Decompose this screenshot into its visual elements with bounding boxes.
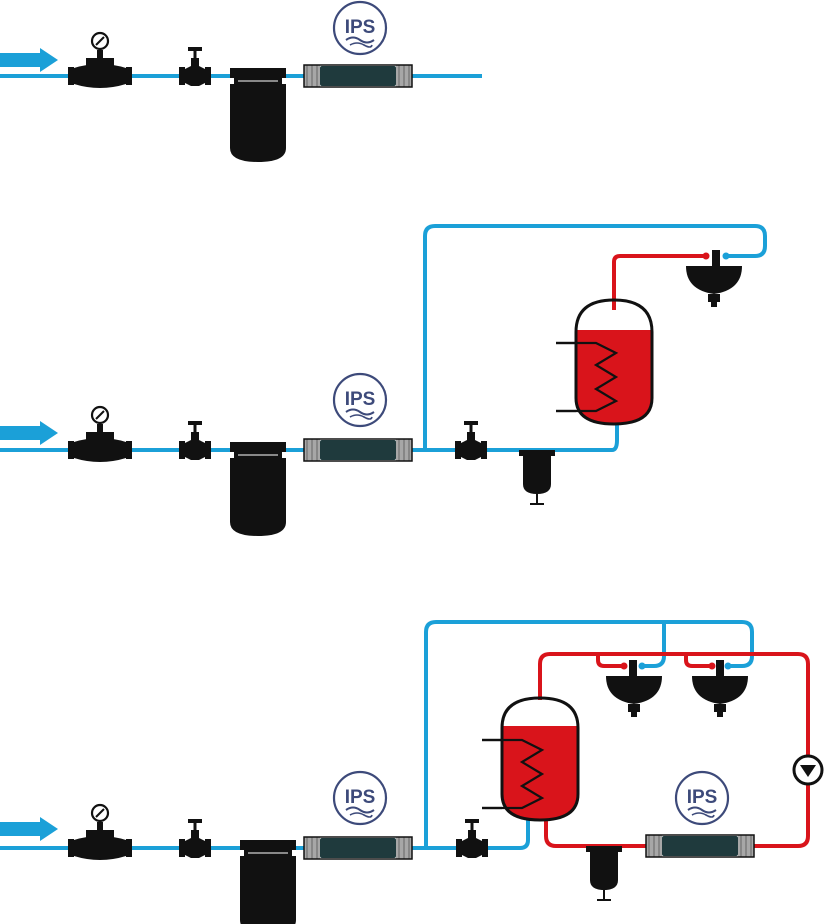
ips-logo-icon bbox=[332, 372, 388, 428]
cartridge-filter-icon bbox=[229, 441, 287, 537]
water-heater-tank-icon bbox=[554, 298, 654, 426]
ips-inline-unit-icon bbox=[303, 64, 413, 88]
shutoff-valve-icon bbox=[455, 421, 487, 460]
cold-tap-icon bbox=[724, 662, 732, 670]
cold-water-pipe bbox=[642, 622, 666, 668]
ips-logo-icon bbox=[332, 0, 388, 56]
flow-arrow-icon bbox=[0, 817, 58, 841]
hot-tap-icon bbox=[620, 662, 628, 670]
hot-tap-icon bbox=[708, 662, 716, 670]
cartridge-filter-icon bbox=[229, 67, 287, 163]
diagram-supply-with-water-heater bbox=[0, 224, 767, 537]
ips-logo-icon bbox=[332, 770, 388, 826]
ips-inline-unit-icon bbox=[303, 836, 413, 860]
hot-water-pipe bbox=[538, 652, 810, 756]
ips-logo-icon bbox=[674, 770, 730, 826]
faucet-icon bbox=[716, 660, 724, 676]
cold-tap-icon bbox=[722, 252, 730, 260]
small-filter-icon bbox=[518, 449, 556, 505]
cold-water-pipe bbox=[611, 420, 619, 452]
water-meter-icon bbox=[66, 405, 134, 464]
shutoff-valve-icon bbox=[456, 819, 488, 858]
ips-inline-unit-icon bbox=[645, 834, 755, 858]
hot-water-pipe bbox=[684, 654, 712, 668]
flow-arrow-icon bbox=[0, 48, 58, 72]
water-heater-tank-icon bbox=[480, 696, 580, 822]
diagram-supply-with-heater-and-circulation bbox=[0, 620, 824, 924]
diagram-basic-supply bbox=[0, 0, 482, 163]
flow-arrow-icon bbox=[0, 421, 58, 445]
hot-tap-icon bbox=[702, 252, 710, 260]
faucet-icon bbox=[712, 250, 720, 266]
washbasin-icon bbox=[686, 266, 742, 307]
cold-water-pipe bbox=[424, 620, 754, 848]
cartridge-filter-icon bbox=[239, 839, 297, 924]
small-filter-icon bbox=[585, 845, 623, 901]
hot-water-pipe bbox=[596, 654, 624, 668]
washbasin-icon bbox=[606, 676, 662, 717]
shutoff-valve-icon bbox=[179, 421, 211, 460]
cold-water-pipe bbox=[423, 224, 767, 450]
cold-water-pipe bbox=[0, 820, 530, 850]
cold-tap-icon bbox=[638, 662, 646, 670]
ips-inline-unit-icon bbox=[303, 438, 413, 462]
shutoff-valve-icon bbox=[179, 819, 211, 858]
washbasin-icon bbox=[692, 676, 748, 717]
faucet-icon bbox=[629, 660, 637, 676]
circulation-pump-icon bbox=[792, 754, 824, 786]
hot-water-pipe bbox=[612, 254, 706, 310]
water-meter-icon bbox=[66, 31, 134, 90]
water-meter-icon bbox=[66, 803, 134, 862]
shutoff-valve-icon bbox=[179, 47, 211, 86]
